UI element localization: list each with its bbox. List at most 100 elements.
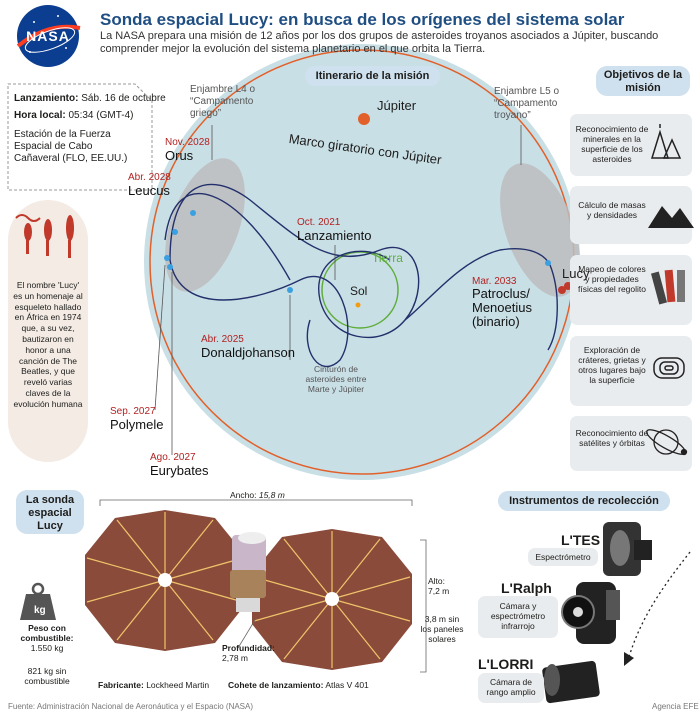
rocket-value: Atlas V 401 bbox=[325, 680, 369, 690]
probe-title: La sonda espacial Lucy bbox=[16, 490, 84, 534]
llorri-desc: Cámara de rango amplio bbox=[478, 673, 544, 703]
event-date: Mar. 2033 bbox=[472, 276, 517, 287]
terrain-icon bbox=[653, 357, 685, 379]
objective-mass: Cálculo de masas y densidades bbox=[578, 200, 646, 220]
launch-time-row: Hora local: 05:34 (GMT-4) bbox=[14, 110, 134, 122]
weight-label: Peso con combustible: bbox=[20, 623, 74, 643]
color-palette-icon bbox=[650, 269, 685, 305]
scan-arrow-head bbox=[624, 652, 634, 666]
dna-icon bbox=[15, 214, 41, 222]
ltes-desc: Espectrómetro bbox=[528, 548, 598, 566]
event-name: Patroclus/ Menoetius (binario) bbox=[472, 286, 532, 329]
objective-minerals: Reconocimiento de minerales en la superf… bbox=[575, 124, 649, 164]
event-date: Abr. 2028 bbox=[128, 172, 171, 183]
instruments-title: Instrumentos de recolección bbox=[498, 491, 670, 511]
page-title: Sonda espacial Lucy: en busca de los orí… bbox=[100, 10, 625, 29]
event-donaldjohanson: Abr. 2025 Donaldjohanson bbox=[201, 334, 295, 360]
launch-station: Estación de la Fuerza Espacial de Cabo C… bbox=[14, 129, 128, 164]
itinerary-title: Itinerario de la misión bbox=[305, 66, 440, 86]
event-name: Donaldjohanson bbox=[201, 345, 295, 360]
event-date: Oct. 2021 bbox=[297, 217, 341, 228]
page-subtitle: La NASA prepara una misión de 12 años po… bbox=[100, 30, 659, 55]
event-name: Leucus bbox=[128, 183, 170, 198]
event-name: Eurybates bbox=[150, 463, 209, 478]
footer-source: Fuente: Administración Nacional de Aeron… bbox=[8, 702, 254, 711]
launch-date-row: Lanzamiento: Sáb. 16 de octubre bbox=[14, 93, 166, 105]
l4-swarm bbox=[165, 158, 245, 292]
human-evolution-icon bbox=[24, 215, 74, 258]
launch-time-value: 05:34 (GMT-4) bbox=[68, 110, 134, 121]
scan-arrow bbox=[627, 551, 691, 661]
probe-dry-weight: 821 kg sin combustible bbox=[24, 666, 70, 686]
sun-dot bbox=[355, 302, 361, 308]
rocket-label: Cohete de lanzamiento: bbox=[228, 680, 324, 690]
event-orus: Nov. 2028 Orus bbox=[165, 137, 210, 163]
nasa-logo-text: NASA bbox=[26, 28, 70, 44]
l4-label: Enjambre L4 o “Campamento griego” bbox=[190, 84, 256, 119]
width-label: Ancho: bbox=[230, 490, 257, 500]
depth-value: 2,78 m bbox=[222, 653, 248, 663]
height-value: 7,2 m bbox=[428, 586, 450, 596]
lralph-device bbox=[561, 582, 620, 644]
probe-height: Alto: 7,2 m bbox=[428, 576, 458, 596]
launch-date-value: Sáb. 16 de octubre bbox=[81, 93, 166, 104]
event-name: Polymele bbox=[110, 417, 164, 432]
objective-satellites: Reconocimiento de satélites y órbitas bbox=[575, 428, 649, 448]
event-date: Nov. 2028 bbox=[165, 137, 210, 148]
probe-body bbox=[230, 532, 266, 612]
event-date: Ago. 2027 bbox=[150, 452, 196, 463]
depth-label: Profundidad: bbox=[222, 643, 275, 653]
objective-craters: Exploración de cráteres, grietas y otros… bbox=[578, 345, 646, 385]
event-eurybates: Ago. 2027 Eurybates bbox=[150, 452, 209, 478]
lucy-note-card bbox=[8, 200, 88, 462]
weight-icon bbox=[20, 582, 56, 620]
crystal-icon bbox=[650, 124, 682, 159]
weight-value: 1.550 kg bbox=[30, 643, 64, 653]
weight-icon-text: kg bbox=[34, 605, 46, 616]
earth-label: Tierra bbox=[372, 251, 403, 265]
llorri-name: L'LORRI bbox=[478, 656, 534, 672]
lucy-label: Lucy bbox=[562, 266, 590, 281]
launch-date-label: Lanzamiento: bbox=[14, 93, 79, 104]
orbit-icon bbox=[646, 429, 688, 456]
jupiter-label: Júpiter bbox=[377, 98, 417, 113]
lucy-trajectory bbox=[164, 183, 558, 368]
solar-panel-right bbox=[252, 529, 412, 670]
probe-rocket: Cohete de lanzamiento: Atlas V 401 bbox=[228, 680, 369, 690]
event-name: Orus bbox=[165, 148, 194, 163]
lucy-marker bbox=[558, 286, 566, 294]
sun-label: Sol bbox=[350, 284, 368, 298]
objective-cards bbox=[570, 114, 692, 471]
event-date: Sep. 2027 bbox=[110, 406, 156, 417]
probe-depth: Profundidad: 2,78 m bbox=[222, 643, 282, 663]
rotating-frame-area bbox=[144, 44, 580, 480]
probe-panels-note: 3,8 m sin los paneles solares bbox=[420, 614, 464, 644]
height-label: Alto: bbox=[428, 576, 446, 586]
objectives-title: Objetivos de la misión bbox=[596, 66, 690, 96]
earth-orbit bbox=[321, 251, 399, 329]
solar-panel-left bbox=[85, 510, 245, 651]
ltes-name: L'TES bbox=[561, 532, 601, 548]
nasa-logo bbox=[16, 5, 81, 67]
objective-regolith: Mapeo de colores y propiedades físicas d… bbox=[577, 264, 647, 294]
probe-weight: Peso con combustible: 1.550 kg bbox=[16, 623, 78, 653]
event-launch: Oct. 2021 Lanzamiento bbox=[297, 217, 371, 243]
footer-agency: Agencia EFE bbox=[652, 702, 699, 711]
dimension-lines bbox=[99, 499, 427, 673]
launch-time-label: Hora local: bbox=[14, 110, 66, 121]
event-polymele: Sep. 2027 Polymele bbox=[110, 406, 163, 432]
asteroid-belt-label: Cinturón de asteroides entre Marte y Júp… bbox=[305, 364, 367, 394]
ltes-device bbox=[603, 522, 652, 576]
width-value: 15,8 m bbox=[258, 490, 285, 500]
maker-value: Lockheed Martin bbox=[146, 680, 210, 690]
llorri-device bbox=[542, 660, 600, 704]
maker-label: Fabricante: bbox=[98, 680, 144, 690]
mountains-icon bbox=[648, 206, 694, 228]
event-date: Abr. 2025 bbox=[201, 334, 244, 345]
jupiter-planet bbox=[358, 113, 370, 125]
event-patroclus: Mar. 2033 Patroclus/ Menoetius (binario) bbox=[472, 276, 562, 329]
lralph-name: L'Ralph bbox=[501, 580, 552, 596]
launch-info-frame bbox=[7, 83, 153, 191]
probe-maker: Fabricante: Lockheed Martin bbox=[98, 680, 209, 690]
